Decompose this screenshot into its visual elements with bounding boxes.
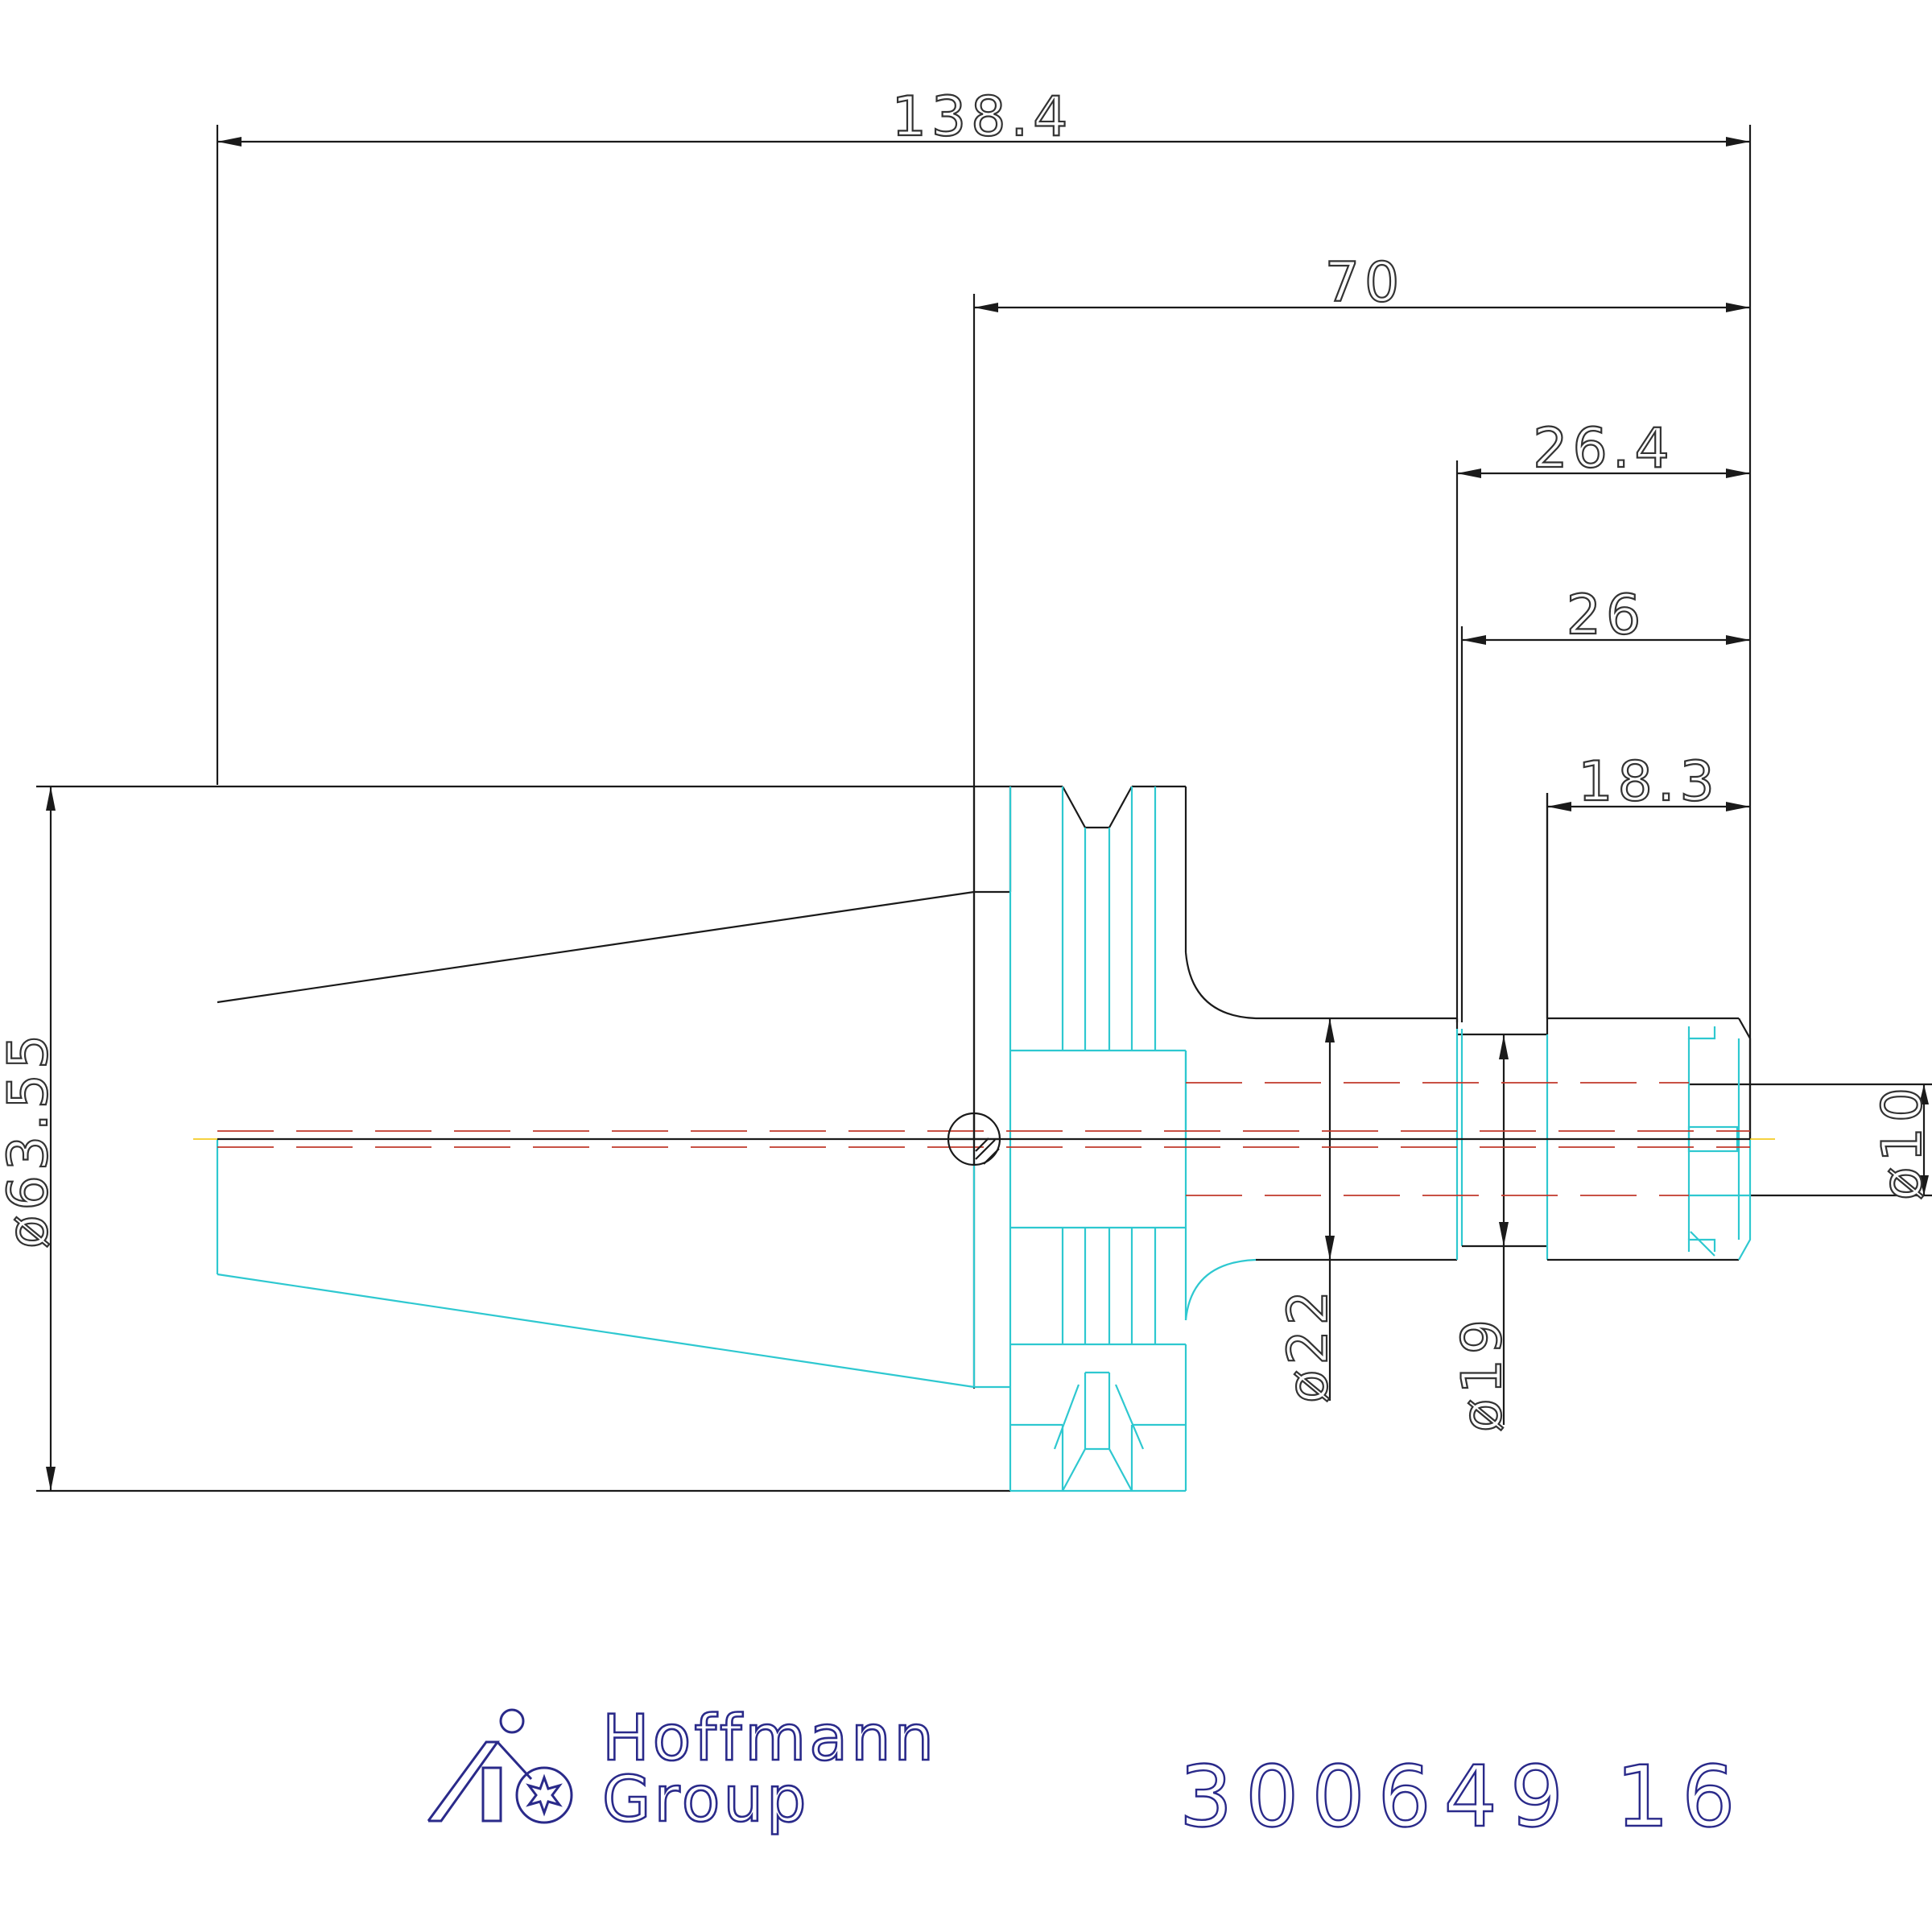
dim-gauge-length-label: 70 bbox=[1325, 251, 1405, 315]
part-lower-outline bbox=[216, 786, 1752, 1492]
dim-flange-diameter: ø63.55 bbox=[0, 785, 1010, 1492]
dim-nose-length: 18.3 bbox=[1546, 749, 1750, 1018]
brand-line2: Group bbox=[602, 1764, 809, 1836]
dim-neck-diameter: ø19 bbox=[1450, 1035, 1515, 1433]
dim-bore-diameter: ø10 bbox=[1750, 1082, 1932, 1201]
dim-nose-length-label: 18.3 bbox=[1578, 750, 1719, 814]
section-symbol-icon bbox=[947, 1112, 1001, 1166]
dim-clamp-length-inner-label: 26 bbox=[1567, 584, 1646, 647]
dim-flange-diameter-label: ø63.55 bbox=[0, 1030, 60, 1249]
hoffmann-group-logo-icon bbox=[427, 1708, 573, 1824]
dim-shank-diameter: ø22 bbox=[1276, 1018, 1341, 1404]
dim-clamp-length: 26.4 bbox=[1455, 416, 1750, 1022]
center-lines bbox=[193, 1082, 1775, 1196]
brand-line1: Hoffmann bbox=[602, 1703, 937, 1775]
dim-bore-diameter-label: ø10 bbox=[1871, 1083, 1932, 1200]
part-upper-outline bbox=[217, 785, 1752, 1139]
dim-neck-diameter-label: ø19 bbox=[1451, 1315, 1514, 1432]
dim-overall-length-label: 138.4 bbox=[892, 85, 1073, 149]
dim-clamp-length-label: 26.4 bbox=[1533, 417, 1674, 481]
article-number: 300649 16 bbox=[1179, 1748, 1748, 1846]
dim-clamp-length-inner: 26 bbox=[1460, 583, 1750, 1022]
dim-gauge-length: 70 bbox=[972, 250, 1750, 1389]
dim-shank-diameter-label: ø22 bbox=[1277, 1286, 1340, 1403]
dim-overall-length: 138.4 bbox=[216, 85, 1752, 1139]
